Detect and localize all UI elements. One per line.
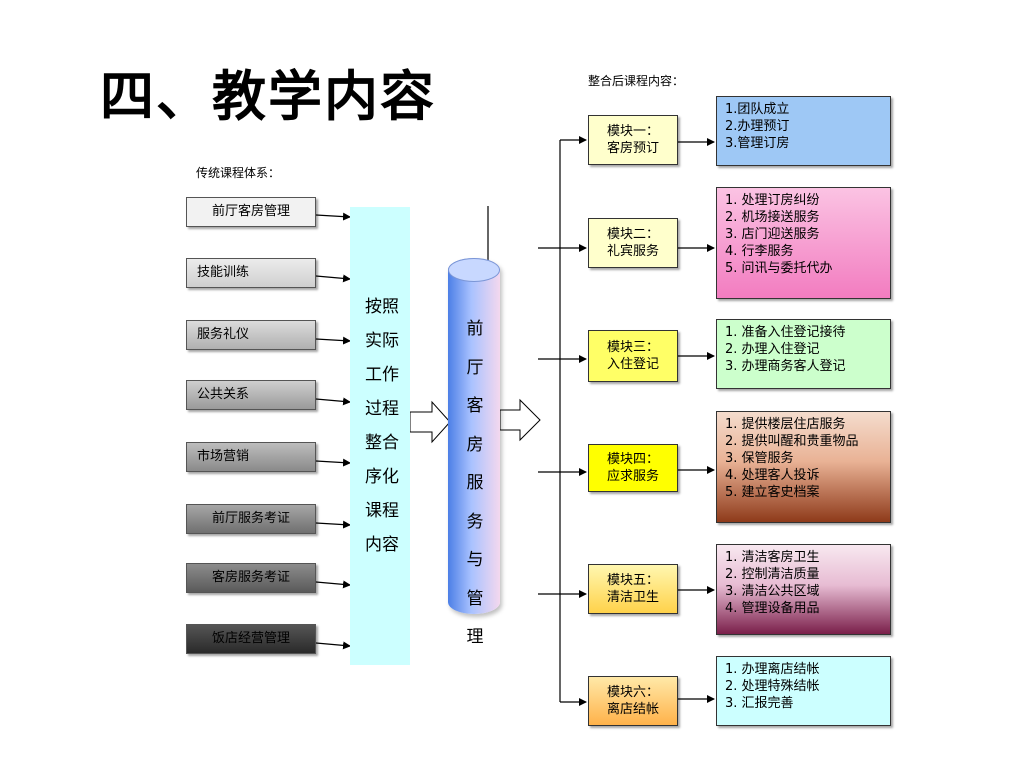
detail-item: 3. 店门迎送服务 (725, 227, 820, 242)
integration-line: 工作 (365, 365, 399, 385)
course-box-public-relations: 公共关系 (186, 380, 316, 410)
integration-line: 课程 (365, 501, 399, 521)
module-topic: 礼宾服务 (606, 244, 659, 259)
detail-item: 1. 办理离店结帐 (725, 662, 820, 677)
core-char: 理 (466, 627, 484, 647)
core-course-text: 前 厅 客 房 服 务 与 管 理 (460, 310, 490, 657)
branch-lines (538, 136, 587, 706)
course-label: 前厅客房管理 (211, 204, 290, 219)
detail-item: 1. 清洁客房卫生 (725, 550, 820, 565)
module-topic: 客房预订 (606, 141, 659, 156)
detail-item: 1. 处理订房纠纷 (725, 193, 820, 208)
course-box-frontdesk-housekeeping: 前厅客房管理 (186, 197, 316, 227)
module-topic: 离店结帐 (606, 702, 659, 717)
detail-item: 2. 处理特殊结帐 (725, 679, 820, 694)
integration-line: 实际 (365, 331, 399, 351)
core-char: 管 (466, 588, 484, 609)
block-arrow-1 (409, 400, 451, 444)
traditional-caption: 传统课程体系： (196, 166, 281, 180)
detail-item: 2. 机场接送服务 (725, 210, 820, 225)
module-name: 模块三： (606, 340, 659, 355)
detail-item: 4. 行李服务 (725, 244, 794, 259)
cylinder-top (448, 258, 500, 282)
course-label: 市场营销 (197, 449, 250, 464)
detail-item: 1. 准备入住登记接待 (725, 325, 846, 340)
page-title: 四、教学内容 (100, 64, 436, 128)
detail-item: 3. 清洁公共区域 (725, 584, 820, 599)
integration-box (350, 207, 410, 665)
detail-item: 3. 保管服务 (725, 451, 794, 466)
detail-item: 3. 办理商务客人登记 (725, 359, 846, 374)
module-name: 模块二： (606, 227, 659, 242)
detail-item: 2. 办理入住登记 (725, 342, 820, 357)
detail-item: 3. 汇报完善 (725, 696, 794, 711)
detail-item: 2. 提供叫醒和贵重物品 (725, 434, 859, 449)
integrated-caption: 整合后课程内容： (588, 74, 685, 88)
detail-item: 4. 管理设备用品 (725, 601, 820, 616)
module-topic: 清洁卫生 (606, 590, 659, 605)
course-box-skills-training: 技能训练 (186, 258, 316, 288)
integration-line: 序化 (365, 467, 399, 487)
detail-item: 2.办理预订 (725, 119, 790, 134)
course-box-frontdesk-cert: 前厅服务考证 (186, 504, 316, 534)
module-1-details: 1.团队成立 2.办理预订 3.管理订房 (716, 96, 891, 166)
course-box-hotel-management: 饭店经营管理 (186, 624, 316, 654)
module-5-box: 模块五： 清洁卫生 (588, 564, 678, 614)
module-3-box: 模块三： 入住登记 (588, 330, 678, 382)
integration-text: 按照 实际 工作 过程 整合 序化 课程 内容 (360, 290, 404, 562)
module-1-box: 模块一： 客房预订 (588, 115, 678, 165)
module-6-box: 模块六： 离店结帐 (588, 676, 678, 726)
core-char: 与 (466, 550, 484, 570)
course-label: 饭店经营管理 (211, 631, 290, 646)
course-label: 公共关系 (197, 387, 250, 402)
module-topic: 入住登记 (606, 357, 659, 372)
course-label: 前厅服务考证 (211, 511, 290, 526)
course-label: 技能训练 (197, 265, 250, 280)
module-5-details: 1. 清洁客房卫生 2. 控制清洁质量 3. 清洁公共区域 4. 管理设备用品 (716, 544, 891, 635)
module-name: 模块四： (606, 452, 659, 467)
module-topic: 应求服务 (606, 469, 659, 484)
integration-line: 内容 (365, 535, 399, 555)
detail-item: 5. 问讯与委托代办 (725, 261, 833, 276)
course-box-housekeeping-cert: 客房服务考证 (186, 563, 316, 593)
module-4-details: 1. 提供楼层住店服务 2. 提供叫醒和贵重物品 3. 保管服务 4. 处理客人… (716, 411, 891, 523)
module-name: 模块一： (606, 124, 659, 139)
course-box-etiquette: 服务礼仪 (186, 320, 316, 350)
core-char: 厅 (466, 357, 484, 378)
core-course-cylinder (448, 258, 500, 614)
course-arrows (315, 212, 351, 650)
core-char: 务 (466, 511, 484, 532)
integration-line: 过程 (365, 399, 399, 419)
course-label: 客房服务考证 (211, 570, 290, 585)
module-2-details: 1. 处理订房纠纷 2. 机场接送服务 3. 店门迎送服务 4. 行李服务 5.… (716, 187, 891, 299)
core-char: 客 (466, 396, 484, 416)
core-char: 房 (466, 434, 484, 455)
detail-item: 4. 处理客人投诉 (725, 468, 820, 483)
detail-item: 2. 控制清洁质量 (725, 567, 820, 582)
module-3-details: 1. 准备入住登记接待 2. 办理入住登记 3. 办理商务客人登记 (716, 319, 891, 389)
integration-line: 整合 (365, 433, 399, 453)
detail-item: 5. 建立客史档案 (725, 485, 820, 500)
detail-item: 3.管理订房 (725, 136, 790, 151)
module-4-box: 模块四： 应求服务 (588, 444, 678, 492)
module-6-details: 1. 办理离店结帐 2. 处理特殊结帐 3. 汇报完善 (716, 656, 891, 726)
core-char: 服 (466, 473, 484, 493)
detail-item: 1. 提供楼层住店服务 (725, 417, 846, 432)
module-name: 模块六： (606, 685, 659, 700)
detail-arrows (678, 138, 715, 703)
block-arrow-2 (499, 398, 541, 442)
module-2-box: 模块二： 礼宾服务 (588, 218, 678, 268)
course-box-marketing: 市场营销 (186, 442, 316, 472)
core-char: 前 (466, 319, 484, 339)
integration-line: 按照 (365, 297, 399, 317)
detail-item: 1.团队成立 (725, 102, 790, 117)
module-name: 模块五： (606, 573, 659, 588)
course-label: 服务礼仪 (197, 327, 250, 342)
